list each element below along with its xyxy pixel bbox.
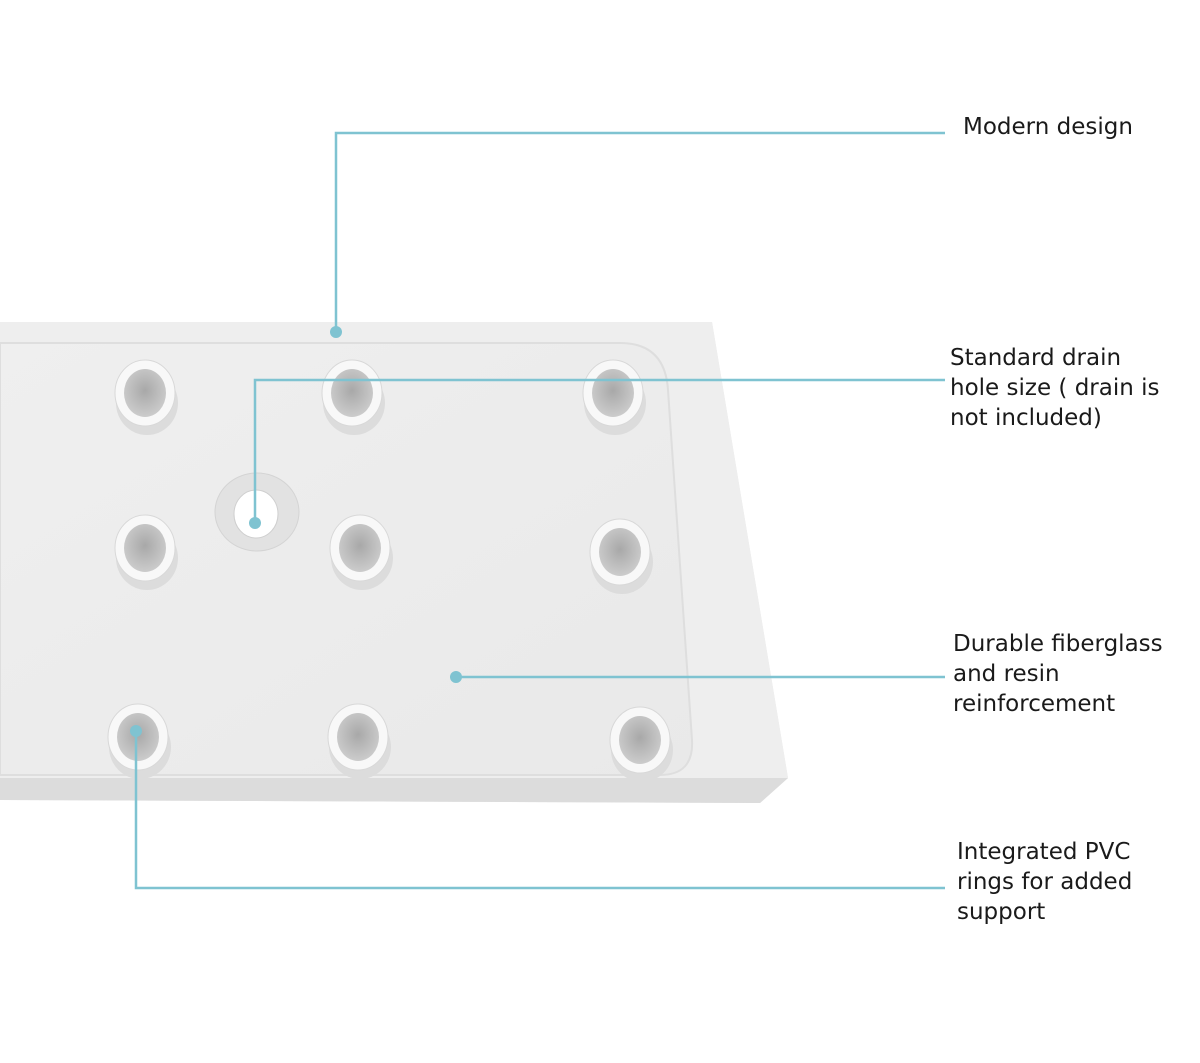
drain-hole: [214, 472, 300, 552]
leader-lines: [130, 131, 945, 890]
callout-text: reinforcement: [953, 691, 1116, 717]
leader-dot: [130, 725, 142, 737]
pvc-ring: [609, 706, 673, 782]
callout-pvc-rings: Integrated PVC rings for added support: [957, 837, 1132, 927]
callout-drain-hole: Standard drain hole size ( drain is not …: [950, 343, 1160, 433]
pvc-ring: [329, 514, 393, 590]
leader-dot: [249, 517, 261, 529]
pvc-ring: [114, 359, 178, 435]
callout-text: and resin: [953, 661, 1060, 687]
callout-text: rings for added: [957, 869, 1133, 895]
leader-line: [130, 725, 945, 890]
callout-text: not included): [950, 405, 1102, 431]
pvc-ring: [321, 359, 385, 435]
leader-line: [249, 378, 945, 529]
pvc-ring: [327, 703, 391, 779]
callout-text: Durable fiberglass: [953, 631, 1163, 657]
callout-text: support: [957, 899, 1046, 925]
leader-line: [330, 131, 945, 338]
callout-text: Integrated PVC: [957, 839, 1131, 865]
callout-fiberglass: Durable fiberglass and resin reinforceme…: [953, 629, 1163, 719]
pvc-rings: [107, 359, 673, 782]
callout-text: hole size ( drain is: [950, 375, 1160, 401]
callout-modern-design: Modern design: [963, 112, 1133, 142]
pvc-ring: [582, 359, 646, 435]
leader-dot: [450, 671, 462, 683]
pvc-ring: [114, 514, 178, 590]
pvc-ring: [107, 703, 171, 779]
leader-dot: [330, 326, 342, 338]
pvc-ring: [589, 518, 653, 594]
callout-text: Standard drain: [950, 345, 1122, 371]
leader-line: [450, 671, 945, 683]
callout-text: Modern design: [963, 114, 1133, 140]
